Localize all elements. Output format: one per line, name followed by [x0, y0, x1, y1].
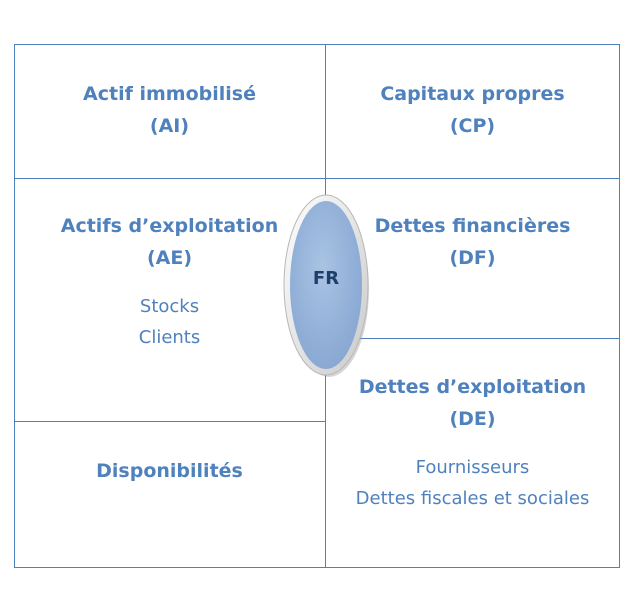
cell-disponibilites: Disponibilités — [14, 455, 325, 487]
item-dettes-fiscales: Dettes fiscales et sociales — [355, 488, 590, 509]
code-de: (DE) — [449, 408, 496, 430]
balance-sheet-frame — [14, 44, 620, 568]
item-stocks: Stocks — [139, 296, 200, 317]
item-clients: Clients — [138, 327, 201, 348]
cell-dettes-financieres: Dettes financières (DF) — [325, 210, 620, 274]
cell-dettes-exploitation: Dettes d’exploitation (DE) Fournisseurs … — [325, 371, 620, 514]
label-capitaux-propres: Capitaux propres — [380, 83, 565, 105]
cell-actif-immobilise: Actif immobilisé (AI) — [14, 78, 325, 142]
cell-capitaux-propres: Capitaux propres (CP) — [325, 78, 620, 142]
divider-right-middle — [325, 338, 620, 339]
cell-actifs-exploitation: Actifs d’exploitation (AE) Stocks Client… — [14, 210, 325, 353]
code-cp: (CP) — [449, 115, 496, 137]
divider-row1-left — [14, 178, 325, 179]
code-ai: (AI) — [149, 115, 190, 137]
label-dettes-financieres: Dettes financières — [374, 215, 571, 237]
code-df: (DF) — [449, 247, 496, 269]
label-dettes-exploitation: Dettes d’exploitation — [358, 376, 587, 398]
divider-left-bottom — [14, 421, 325, 422]
item-fournisseurs: Fournisseurs — [415, 457, 530, 478]
label-actif-immobilise: Actif immobilisé — [83, 83, 256, 105]
code-ae: (AE) — [146, 247, 193, 269]
fr-ellipse: FR — [282, 192, 370, 378]
divider-row1-right — [325, 178, 620, 179]
label-actifs-exploitation: Actifs d’exploitation — [60, 215, 279, 237]
label-disponibilites: Disponibilités — [96, 460, 243, 482]
fr-ellipse-shape — [283, 194, 369, 377]
fr-label: FR — [312, 268, 340, 289]
